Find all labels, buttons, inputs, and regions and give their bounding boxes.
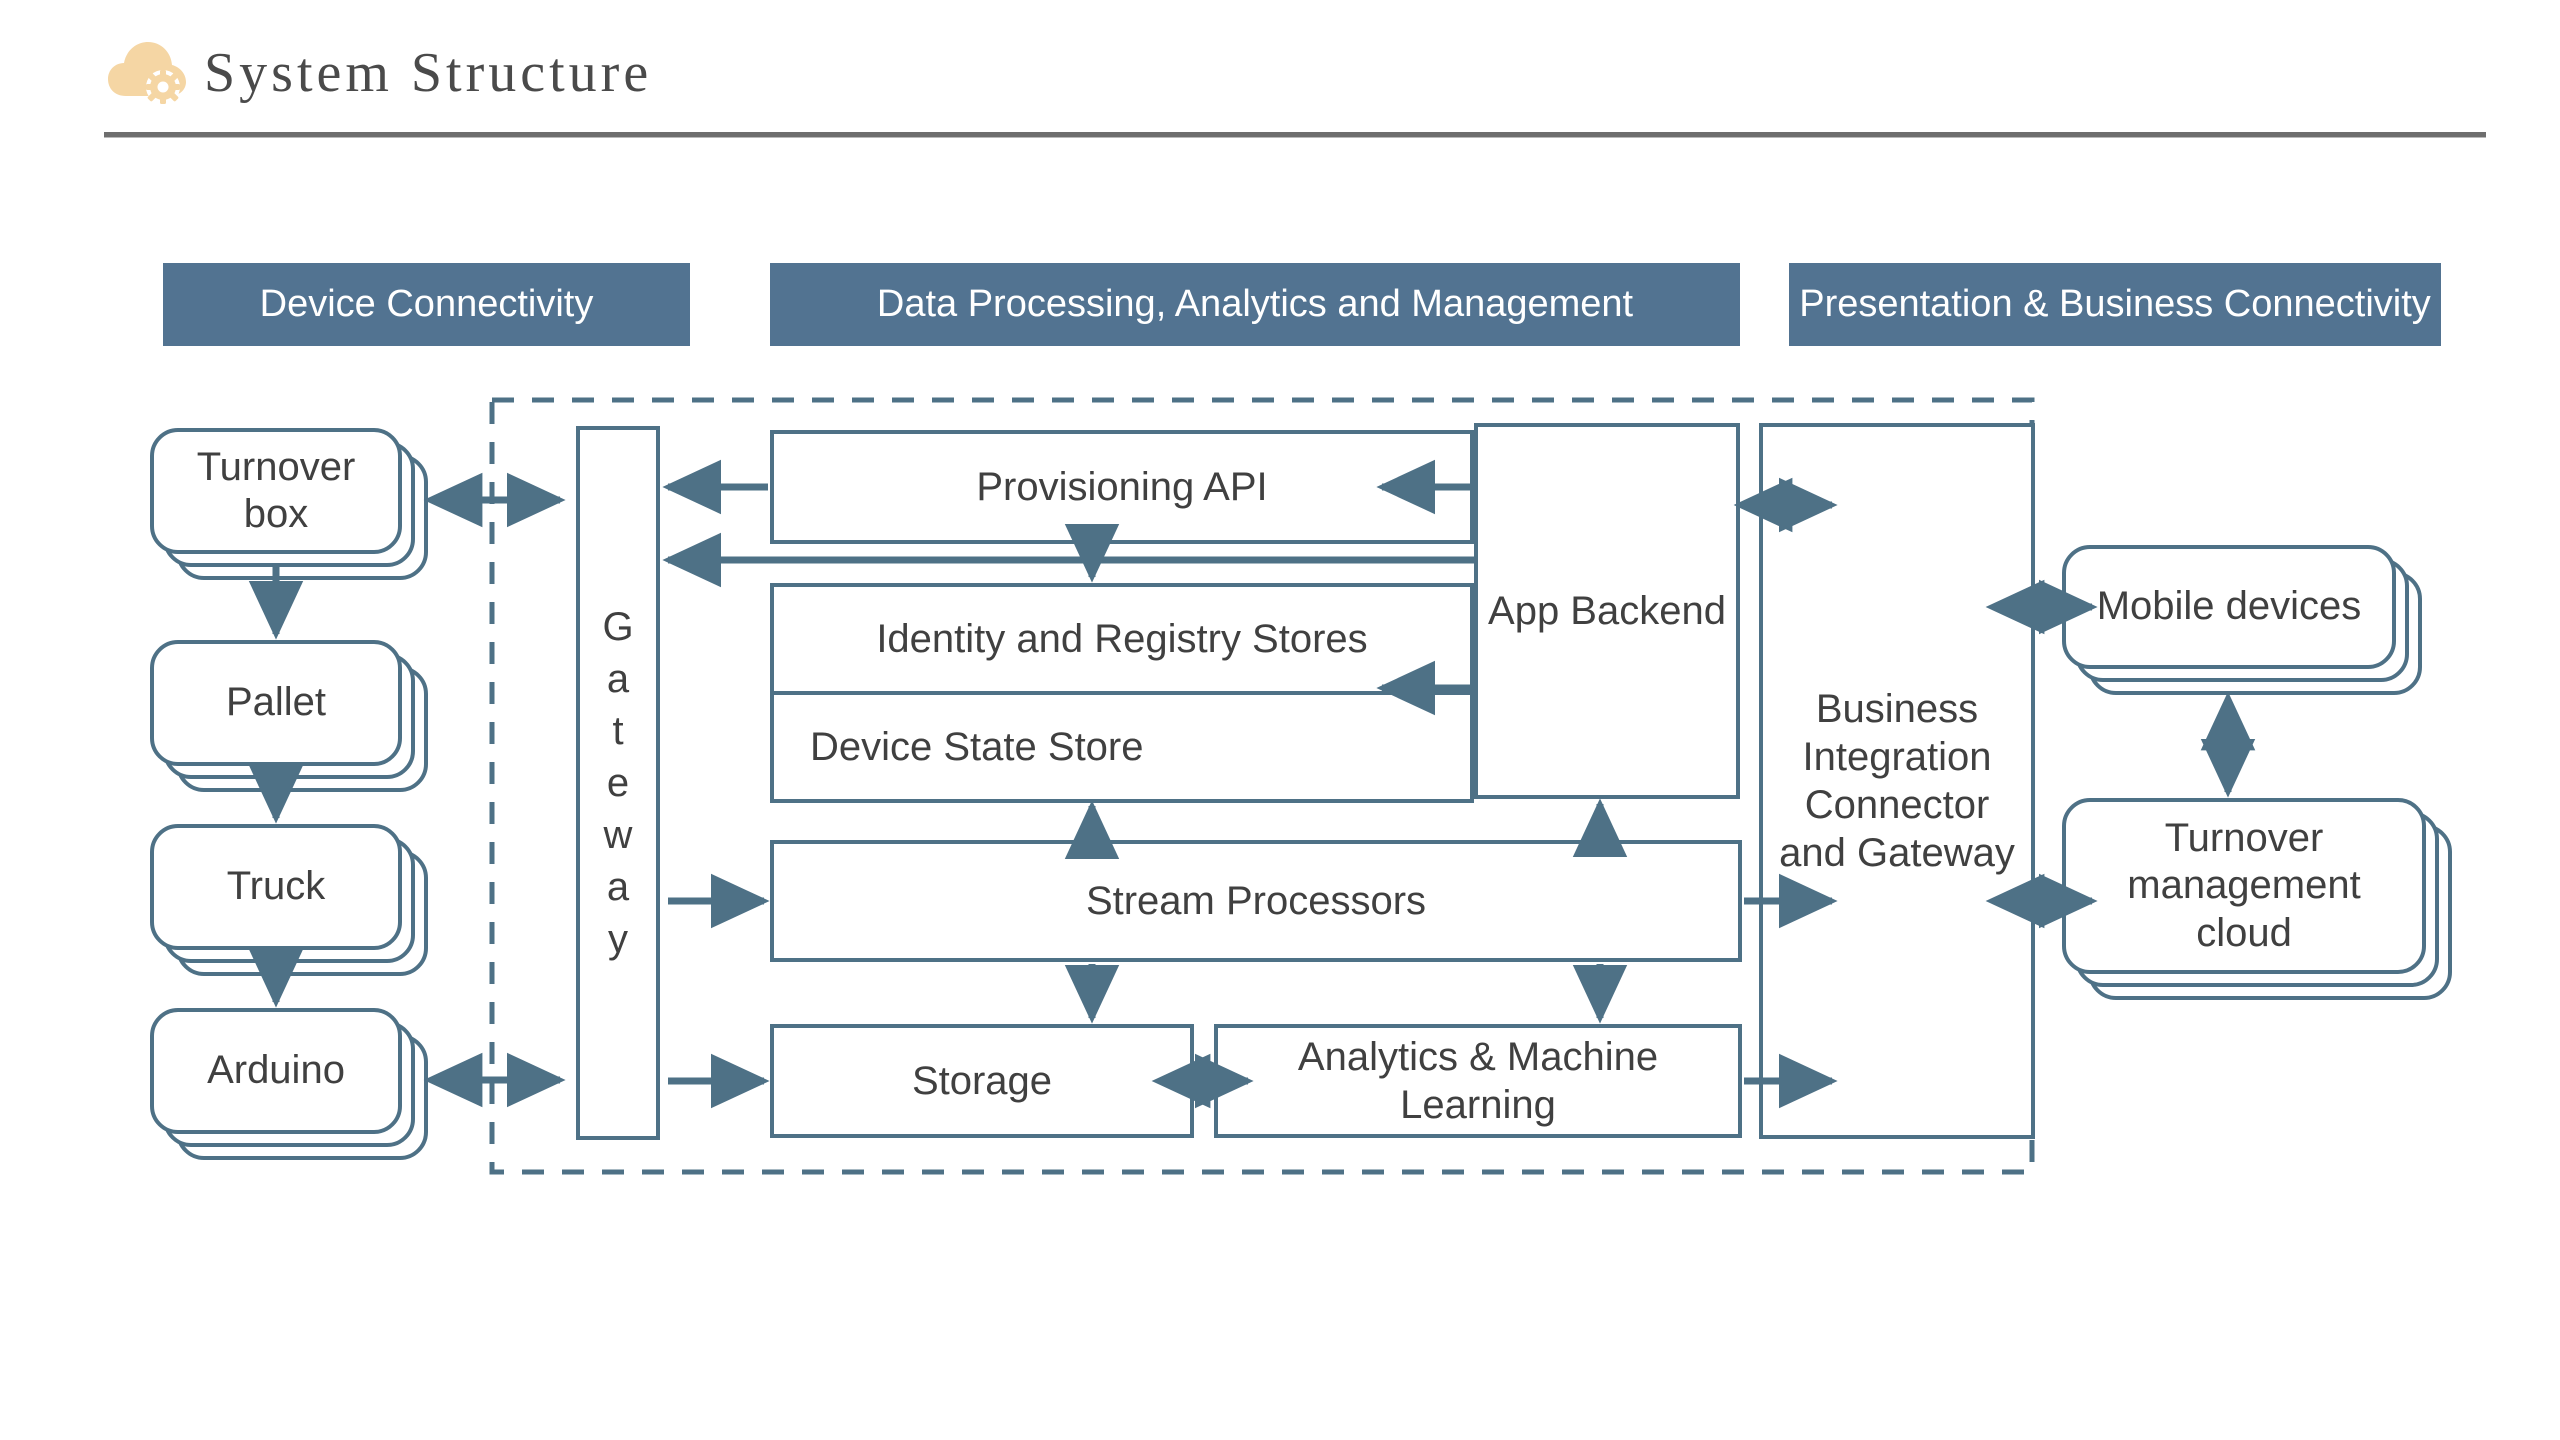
title-divider — [104, 132, 2486, 138]
turnover-management-cloud-layer-0 — [2062, 798, 2426, 974]
page-title: System Structure — [204, 42, 653, 104]
band-header-device-connectivity: Device Connectivity — [163, 263, 690, 346]
identity-registry-stores-shape — [770, 583, 1474, 695]
identity-registry-stores-label: Identity and Registry Stores — [876, 617, 1368, 661]
gateway-letter-6: y — [608, 917, 628, 961]
pallet-layer-0 — [150, 640, 402, 766]
stream-processors-label: Stream Processors — [1085, 879, 1427, 923]
app-backend-shape — [1474, 423, 1740, 799]
mobile-devices-layer-0 — [2062, 545, 2396, 669]
stream-processors-shape — [770, 840, 1742, 962]
device-state-store-label: Device State Store — [810, 725, 1144, 769]
storage-shape — [770, 1024, 1194, 1138]
analytics-machine-learning-shape — [1214, 1024, 1742, 1138]
business-integration-connector-gateway-label: Business Integration Connector and Gatew… — [1779, 687, 2015, 875]
gateway-letter-4: w — [603, 813, 633, 857]
gateway-shape — [576, 426, 660, 1140]
gateway-letter-1: a — [606, 657, 630, 701]
gateway-letter-0: G — [602, 605, 634, 649]
storage-label: Storage — [911, 1059, 1053, 1103]
gateway-letter-2: t — [612, 709, 624, 753]
app-backend-label: App Backend — [1488, 589, 1726, 633]
provisioning-api-label: Provisioning API — [976, 465, 1268, 509]
truck-layer-0 — [150, 824, 402, 950]
gateway-letter-3: e — [606, 761, 630, 805]
arduino-layer-0 — [150, 1008, 402, 1134]
provisioning-api-shape — [770, 430, 1474, 544]
business-integration-connector-gateway-shape — [1759, 423, 2035, 1139]
cloud-gear-icon — [108, 40, 186, 106]
band-header-presentation-business: Presentation & Business Connectivity — [1789, 263, 2441, 346]
device-state-store-shape — [770, 691, 1474, 803]
band-header-data-processing: Data Processing, Analytics and Managemen… — [770, 263, 1740, 346]
slide-header: System Structure — [108, 40, 652, 106]
gateway-letter-5: a — [606, 865, 630, 909]
turnover-box-layer-0 — [150, 428, 402, 554]
analytics-machine-learning-label: Analytics & Machine Learning — [1297, 1035, 1659, 1127]
